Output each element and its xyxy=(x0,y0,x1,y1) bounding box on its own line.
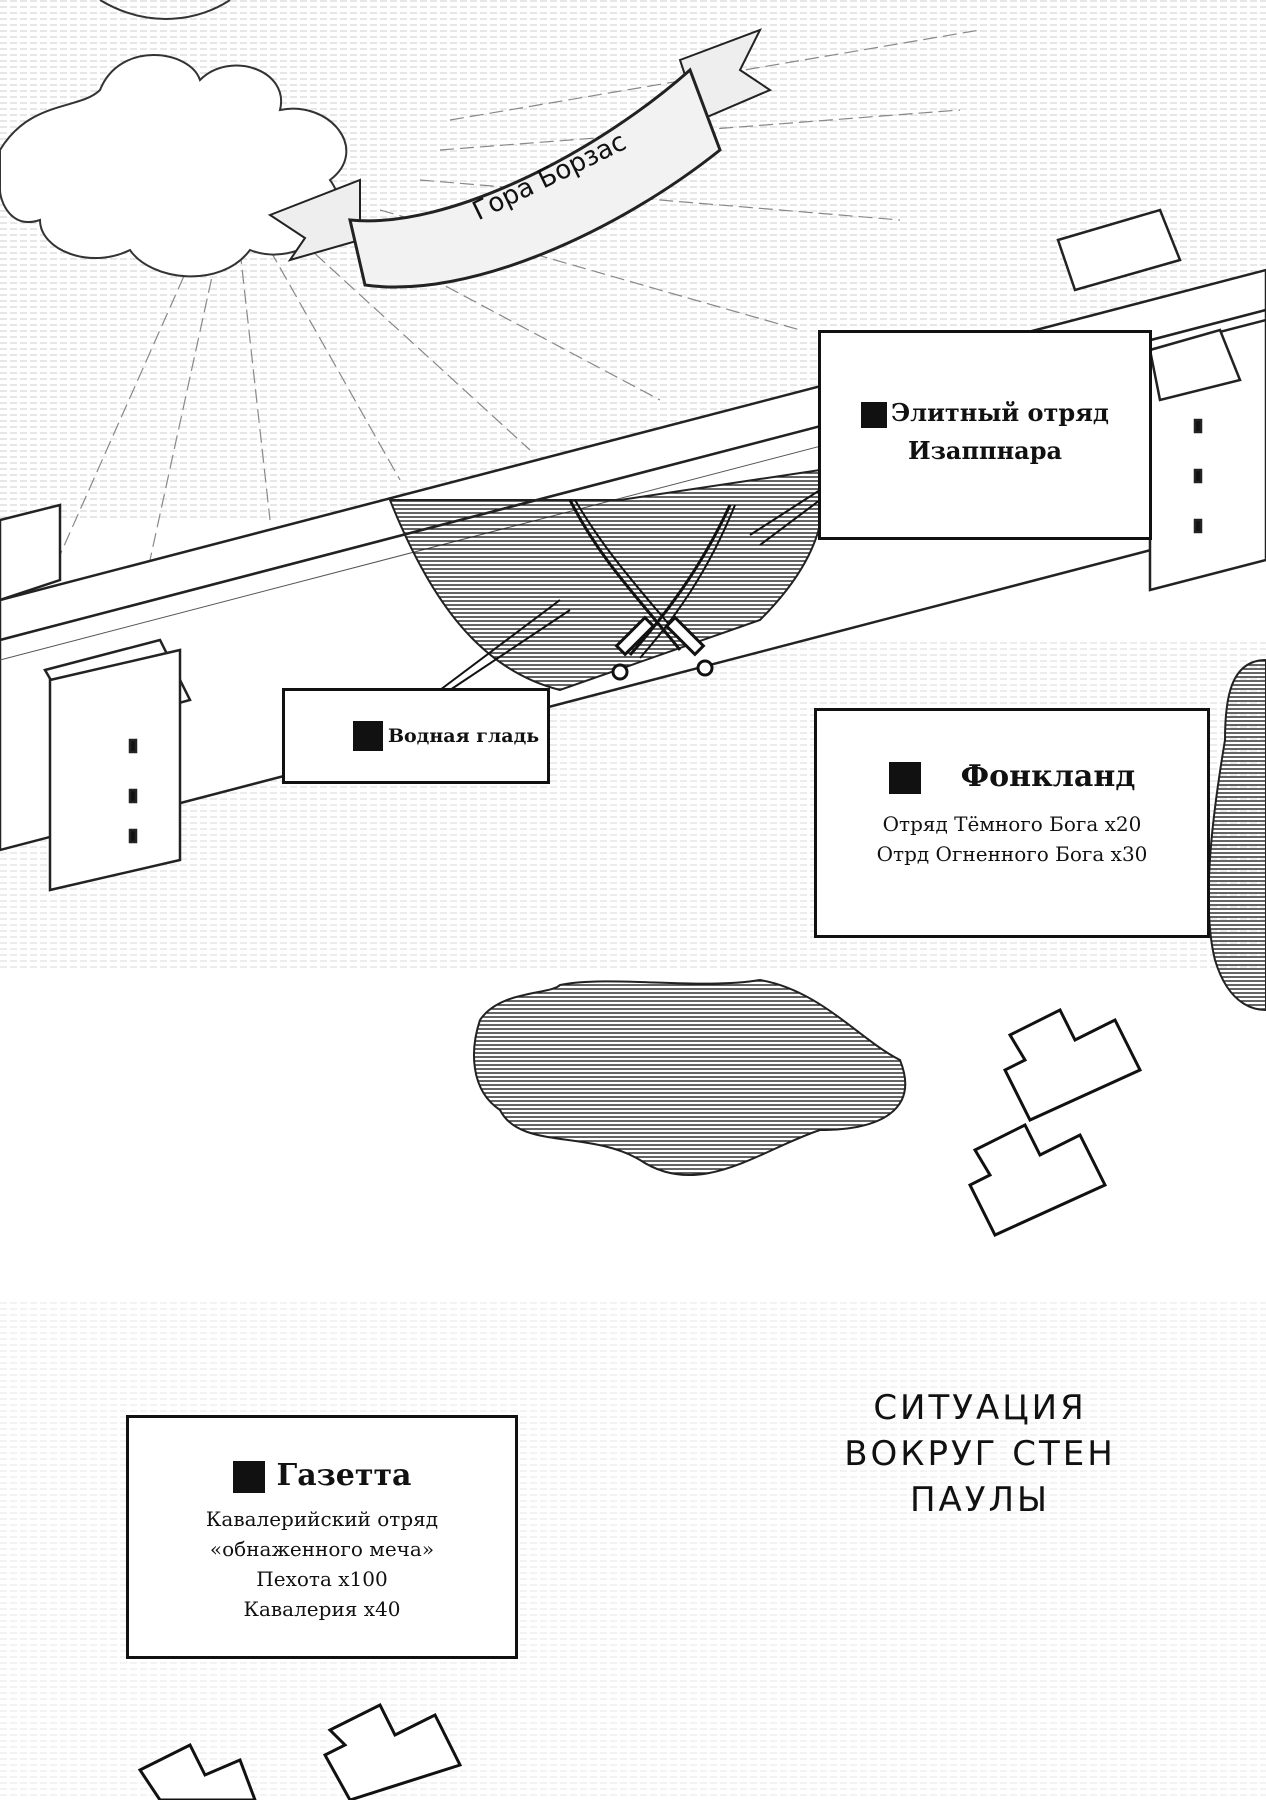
marker-square-icon xyxy=(232,1461,265,1493)
situation-line-3: ПАУЛЫ xyxy=(909,1480,1051,1520)
gazetta-unit-4: Кавалерия x40 xyxy=(243,1597,401,1621)
elite-line2: Изаппнара xyxy=(907,436,1063,465)
fortress-tower-right xyxy=(1056,208,1266,592)
water-text: Водная гладь xyxy=(387,725,540,747)
label-elite-squad: Элитный отряд Изаппнара xyxy=(818,330,1152,540)
label-fonkland: Фонкланд Отряд Тёмного Бога x20 Отрд Огн… xyxy=(814,708,1210,938)
gazetta-unit-1: Кавалерийский отряд xyxy=(205,1507,439,1531)
situation-title: СИТУАЦИЯ ВОКРУГ СТЕН ПАУЛЫ xyxy=(830,1385,1130,1523)
gazetta-title: Газетта xyxy=(276,1458,412,1493)
fonkland-title: Фонкланд xyxy=(960,759,1136,794)
fonkland-unit-2: Отрд Огненного Бога x30 xyxy=(876,842,1148,866)
mountain-cloud xyxy=(0,54,348,278)
fonkland-unit-1: Отряд Тёмного Бога x20 xyxy=(882,812,1142,836)
forest-center xyxy=(473,978,907,1177)
forest-right xyxy=(1207,658,1266,1012)
situation-line-1: СИТУАЦИЯ xyxy=(873,1388,1087,1428)
crossed-swords-icon xyxy=(568,499,736,681)
marker-square-icon xyxy=(861,401,888,428)
situation-line-2: ВОКРУГ СТЕН xyxy=(844,1434,1116,1474)
marker-square-icon xyxy=(352,721,383,751)
gazetta-unit-3: Пехота x100 xyxy=(256,1567,388,1591)
fortress-tower-left xyxy=(0,503,192,892)
label-water-surface: Водная гладь xyxy=(282,688,550,784)
mountain-cloud-top xyxy=(99,0,231,20)
gazetta-unit-2: «обнаженного меча» xyxy=(209,1537,435,1561)
army-unit-marker-icon xyxy=(137,1007,1143,1800)
label-gazetta: Газетта Кавалерийский отряд «обнаженного… xyxy=(126,1415,518,1659)
mountain-banner xyxy=(267,28,773,289)
marker-square-icon xyxy=(888,762,921,794)
elite-line1: Элитный отряд xyxy=(891,398,1109,427)
